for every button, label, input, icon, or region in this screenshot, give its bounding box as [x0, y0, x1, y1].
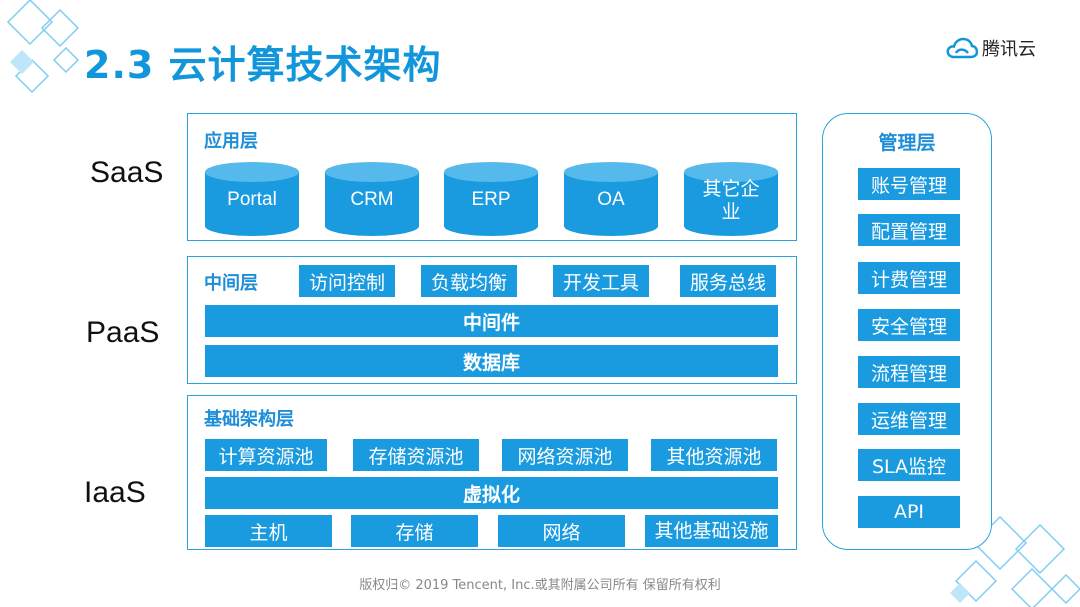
middle-layer-title: 中间层 [204, 273, 258, 294]
hardware-other: 其他基础设施 [645, 515, 778, 547]
mgmt-config: 配置管理 [858, 214, 960, 246]
mgmt-workflow: 流程管理 [858, 356, 960, 388]
hardware-network: 网络 [498, 515, 625, 547]
decorative-diamonds-top-left [6, 0, 80, 94]
app-database-other: 其它企业 [684, 162, 778, 236]
app-label-oa: OA [597, 189, 625, 210]
module-load-balancing: 负载均衡 [421, 265, 517, 297]
infrastructure-layer-title: 基础架构层 [204, 409, 294, 430]
cloud-icon [946, 37, 978, 59]
tier-label-paas: PaaS [86, 316, 160, 349]
management-layer-title: 管理层 [878, 132, 936, 154]
app-label-crm: CRM [350, 189, 394, 210]
app-database-crm: CRM [325, 162, 419, 236]
mgmt-security: 安全管理 [858, 309, 960, 341]
tier-label-saas: SaaS [90, 156, 164, 189]
app-label-portal: Portal [227, 189, 277, 210]
virtualization-bar: 虚拟化 [205, 477, 778, 509]
page-title: 2.3 云计算技术架构 [84, 43, 442, 87]
pool-other: 其他资源池 [651, 439, 777, 471]
hardware-host: 主机 [205, 515, 332, 547]
logo-text: 腾讯云 [982, 39, 1036, 60]
mgmt-ops: 运维管理 [858, 403, 960, 435]
tier-label-iaas: IaaS [84, 476, 146, 509]
mgmt-billing: 计费管理 [858, 262, 960, 294]
mgmt-api: API [858, 496, 960, 528]
pool-storage: 存储资源池 [353, 439, 479, 471]
app-database-oa: OA [564, 162, 658, 236]
module-dev-tools: 开发工具 [553, 265, 649, 297]
app-label-other: 其它企业 [702, 179, 760, 223]
middleware-bar: 中间件 [205, 305, 778, 337]
app-label-erp: ERP [471, 189, 511, 210]
app-database-portal: Portal [205, 162, 299, 236]
mgmt-sla-monitoring: SLA监控 [858, 449, 960, 481]
tencent-cloud-logo: 腾讯云 [946, 34, 1036, 62]
app-database-erp: ERP [444, 162, 538, 236]
module-service-bus: 服务总线 [680, 265, 776, 297]
mgmt-account: 账号管理 [858, 168, 960, 200]
hardware-storage: 存储 [351, 515, 478, 547]
copyright-footer: 版权归© 2019 Tencent, Inc.或其附属公司所有 保留所有权利 [359, 578, 721, 593]
pool-compute: 计算资源池 [205, 439, 327, 471]
database-bar: 数据库 [205, 345, 778, 377]
module-access-control: 访问控制 [299, 265, 395, 297]
application-layer-title: 应用层 [204, 131, 258, 152]
pool-network: 网络资源池 [502, 439, 628, 471]
